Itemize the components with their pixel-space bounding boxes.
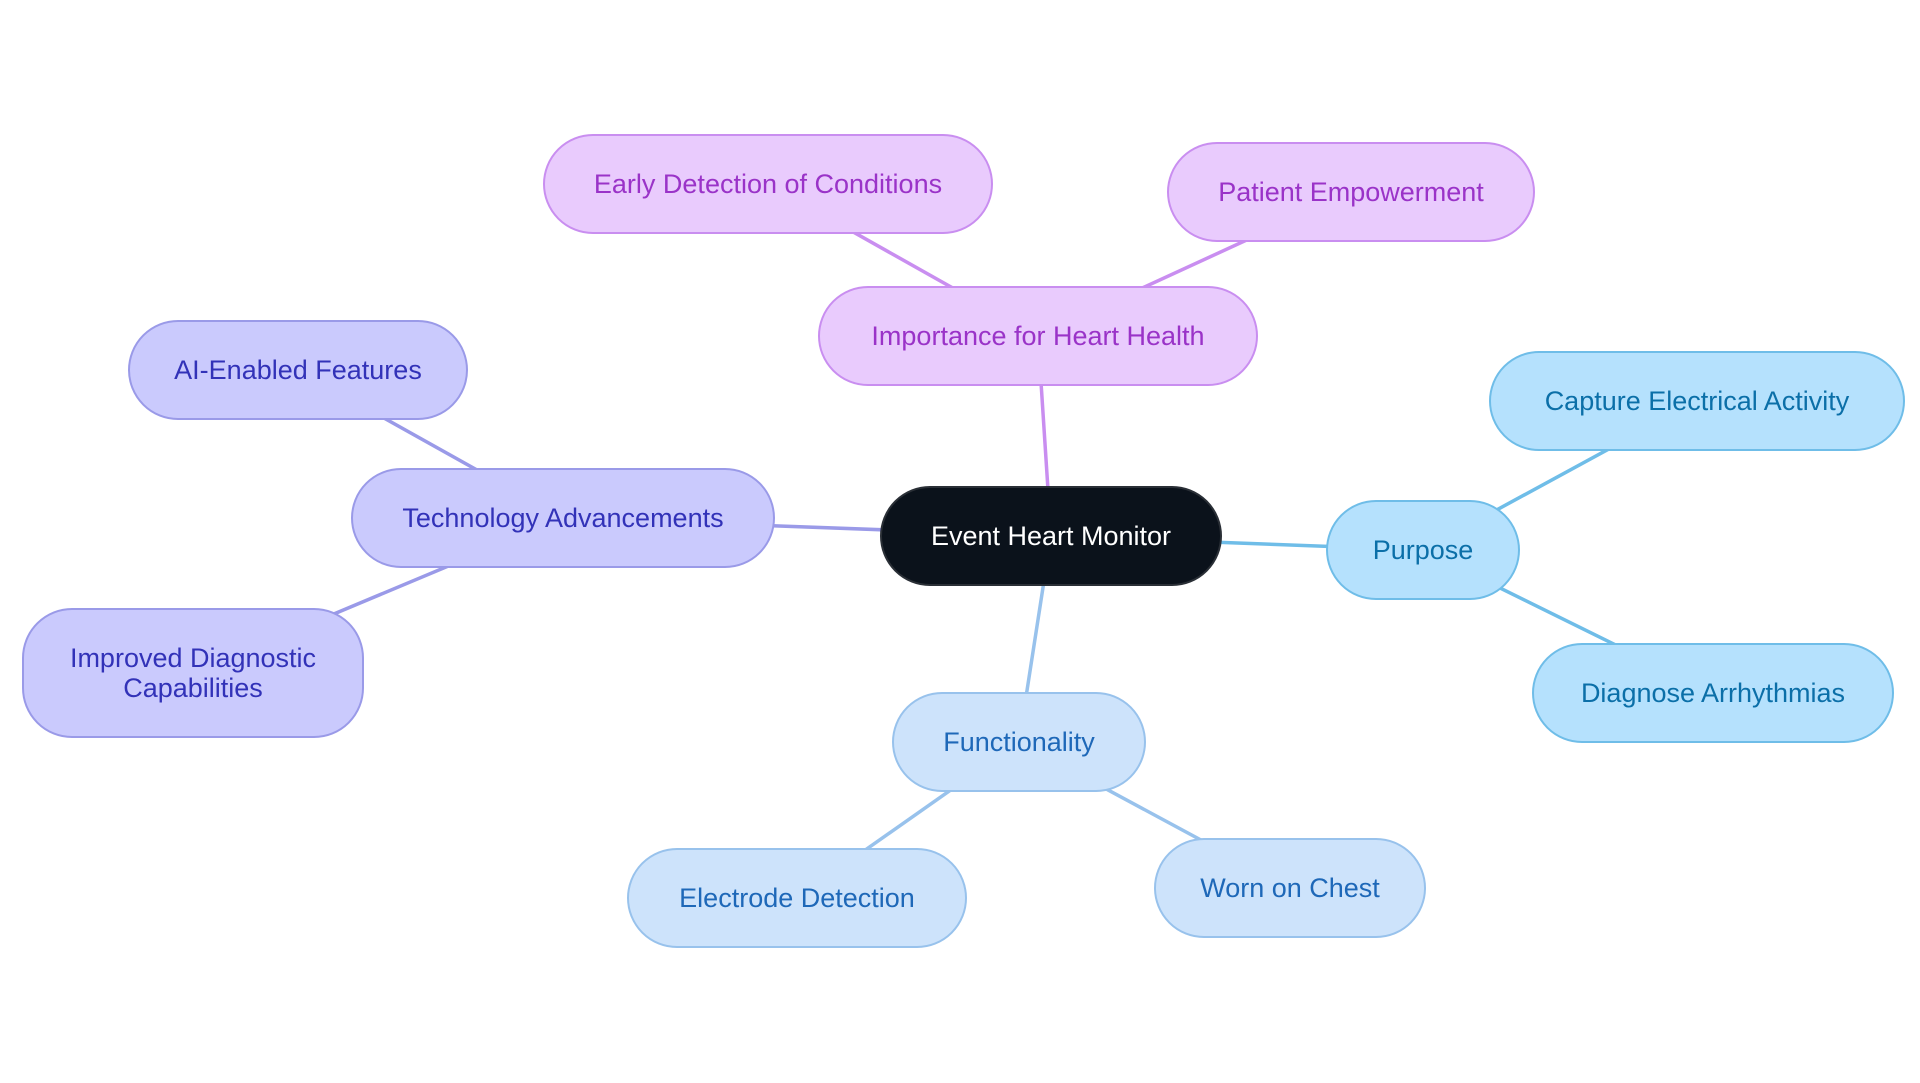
node-shape <box>1489 351 1905 451</box>
node-label: Technology Advancements <box>402 503 723 533</box>
node-label: AI-Enabled Features <box>174 355 422 385</box>
node-shape <box>1326 500 1520 600</box>
node-label-line: Technology Advancements <box>402 503 723 533</box>
node-label-line: Importance for Heart Health <box>871 321 1204 351</box>
node-diagnose-arrhythmias[interactable]: Diagnose Arrhythmias <box>1532 643 1894 743</box>
node-event-heart-monitor[interactable]: Event Heart Monitor <box>880 486 1222 586</box>
node-worn-on-chest[interactable]: Worn on Chest <box>1154 838 1426 938</box>
node-capture-electrical-activity[interactable]: Capture Electrical Activity <box>1489 351 1905 451</box>
node-label: Diagnose Arrhythmias <box>1581 678 1845 708</box>
node-shape <box>1167 142 1535 242</box>
node-importance-for-heart-health[interactable]: Importance for Heart Health <box>818 286 1258 386</box>
node-shape <box>351 468 775 568</box>
node-shape <box>1532 643 1894 743</box>
node-label: Worn on Chest <box>1200 873 1380 903</box>
node-shape <box>627 848 967 948</box>
node-early-detection-of-conditions[interactable]: Early Detection of Conditions <box>543 134 993 234</box>
node-label-line: AI-Enabled Features <box>174 355 422 385</box>
node-label-line: Early Detection of Conditions <box>594 169 942 199</box>
node-label: Electrode Detection <box>679 883 915 913</box>
node-shape <box>880 486 1222 586</box>
node-label-line: Capture Electrical Activity <box>1545 386 1850 416</box>
node-label-line: Capabilities <box>123 673 263 703</box>
node-label: Purpose <box>1373 535 1474 565</box>
node-label-line: Patient Empowerment <box>1218 177 1484 207</box>
node-label: Importance for Heart Health <box>871 321 1204 351</box>
node-functionality[interactable]: Functionality <box>892 692 1146 792</box>
node-label: Event Heart Monitor <box>931 521 1171 551</box>
node-label-line: Event Heart Monitor <box>931 521 1171 551</box>
node-electrode-detection[interactable]: Electrode Detection <box>627 848 967 948</box>
node-shape <box>128 320 468 420</box>
node-label: Capture Electrical Activity <box>1545 386 1850 416</box>
node-purpose[interactable]: Purpose <box>1326 500 1520 600</box>
node-shape <box>543 134 993 234</box>
node-shape <box>1154 838 1426 938</box>
node-label: Functionality <box>943 727 1095 757</box>
node-label-line: Functionality <box>943 727 1095 757</box>
node-label-line: Electrode Detection <box>679 883 915 913</box>
node-label-line: Worn on Chest <box>1200 873 1380 903</box>
node-technology-advancements[interactable]: Technology Advancements <box>351 468 775 568</box>
node-label-line: Purpose <box>1373 535 1474 565</box>
node-label: Patient Empowerment <box>1218 177 1484 207</box>
node-ai-enabled-features[interactable]: AI-Enabled Features <box>128 320 468 420</box>
node-label: Early Detection of Conditions <box>594 169 942 199</box>
node-shape <box>22 608 364 738</box>
node-shape <box>818 286 1258 386</box>
node-label-line: Improved Diagnostic <box>70 643 316 673</box>
node-patient-empowerment[interactable]: Patient Empowerment <box>1167 142 1535 242</box>
node-label-line: Diagnose Arrhythmias <box>1581 678 1845 708</box>
node-shape <box>892 692 1146 792</box>
node-layer: Event Heart Monitor Importance for Heart … <box>22 134 1905 948</box>
